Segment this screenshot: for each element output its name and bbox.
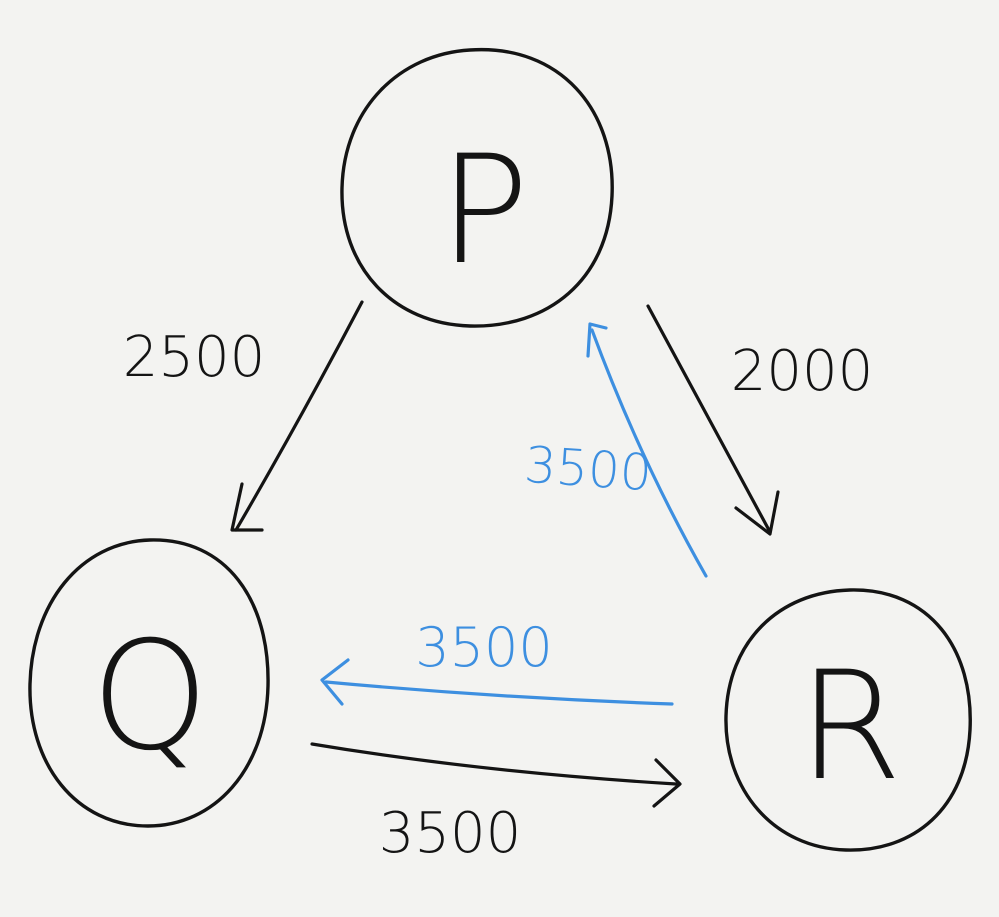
node-q-circle (28, 538, 270, 828)
edge-q-to-r: 3500 (310, 742, 682, 866)
edge-q-to-r-line (310, 742, 678, 786)
edge-p-to-r: 2000 (646, 304, 874, 536)
edge-p-to-q-line (234, 300, 364, 532)
edge-p-to-q-label: 2500 (123, 325, 266, 390)
edge-p-to-q-arrowhead (230, 482, 264, 532)
edge-r-to-p-label: 3500 (523, 436, 654, 503)
node-q: Q (28, 538, 270, 828)
edge-q-to-r-label: 3500 (379, 801, 522, 866)
edge-r-to-p-line (590, 328, 708, 578)
edge-r-to-q-label: 3500 (415, 616, 552, 679)
edge-r-to-q-line (324, 680, 674, 706)
edge-q-to-r-arrowhead (652, 758, 682, 808)
node-p-label: P (439, 124, 529, 298)
node-r: R (724, 588, 972, 852)
edge-p-to-q: 2500 (123, 300, 364, 532)
edge-p-to-r-arrowhead (734, 490, 780, 536)
edge-r-to-q: 3500 (320, 616, 674, 706)
edge-p-to-r-label: 2000 (731, 339, 874, 404)
edge-r-to-q-arrowhead (320, 658, 350, 706)
node-r-label: R (798, 640, 902, 814)
node-p-circle (340, 47, 614, 328)
edge-r-to-p-arrowhead (586, 322, 608, 358)
edge-r-to-p: 3500 (523, 322, 708, 578)
node-p: P (340, 47, 614, 328)
node-q-label: Q (91, 610, 209, 784)
edge-p-to-r-line (646, 304, 772, 534)
node-r-circle (724, 588, 972, 852)
